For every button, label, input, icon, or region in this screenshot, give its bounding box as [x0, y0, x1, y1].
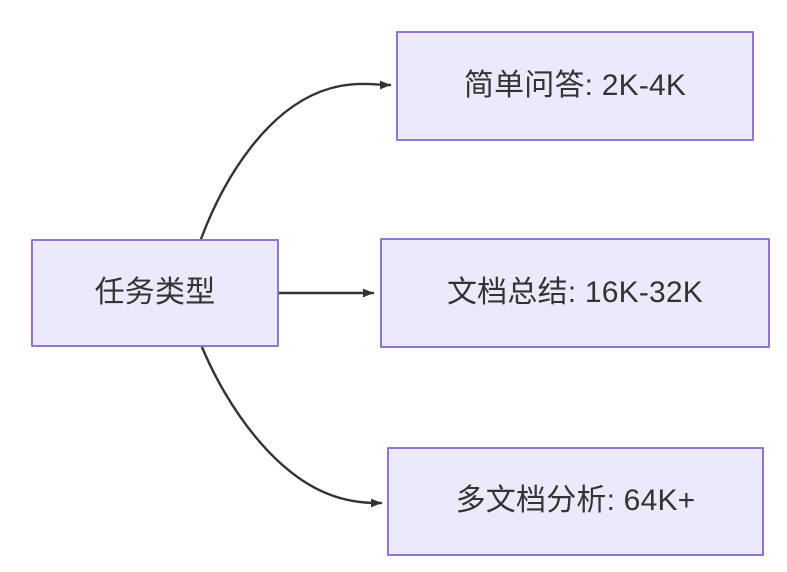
node-simple-qa[interactable]: 简单问答: 2K-4K — [396, 31, 754, 141]
edge-root-to-multi-doc — [200, 345, 383, 508]
node-document-summary-label: 文档总结: 16K-32K — [446, 275, 704, 309]
edge-root-to-simple-qa — [199, 80, 392, 241]
node-multi-document-analysis[interactable]: 多文档分析: 64K+ — [387, 447, 764, 556]
node-multi-document-analysis-label: 多文档分析: 64K+ — [455, 484, 696, 518]
node-document-summary[interactable]: 文档总结: 16K-32K — [380, 238, 770, 348]
node-task-type-label: 任务类型 — [94, 275, 216, 309]
node-task-type[interactable]: 任务类型 — [31, 239, 279, 347]
node-simple-qa-label: 简单问答: 2K-4K — [463, 68, 687, 102]
